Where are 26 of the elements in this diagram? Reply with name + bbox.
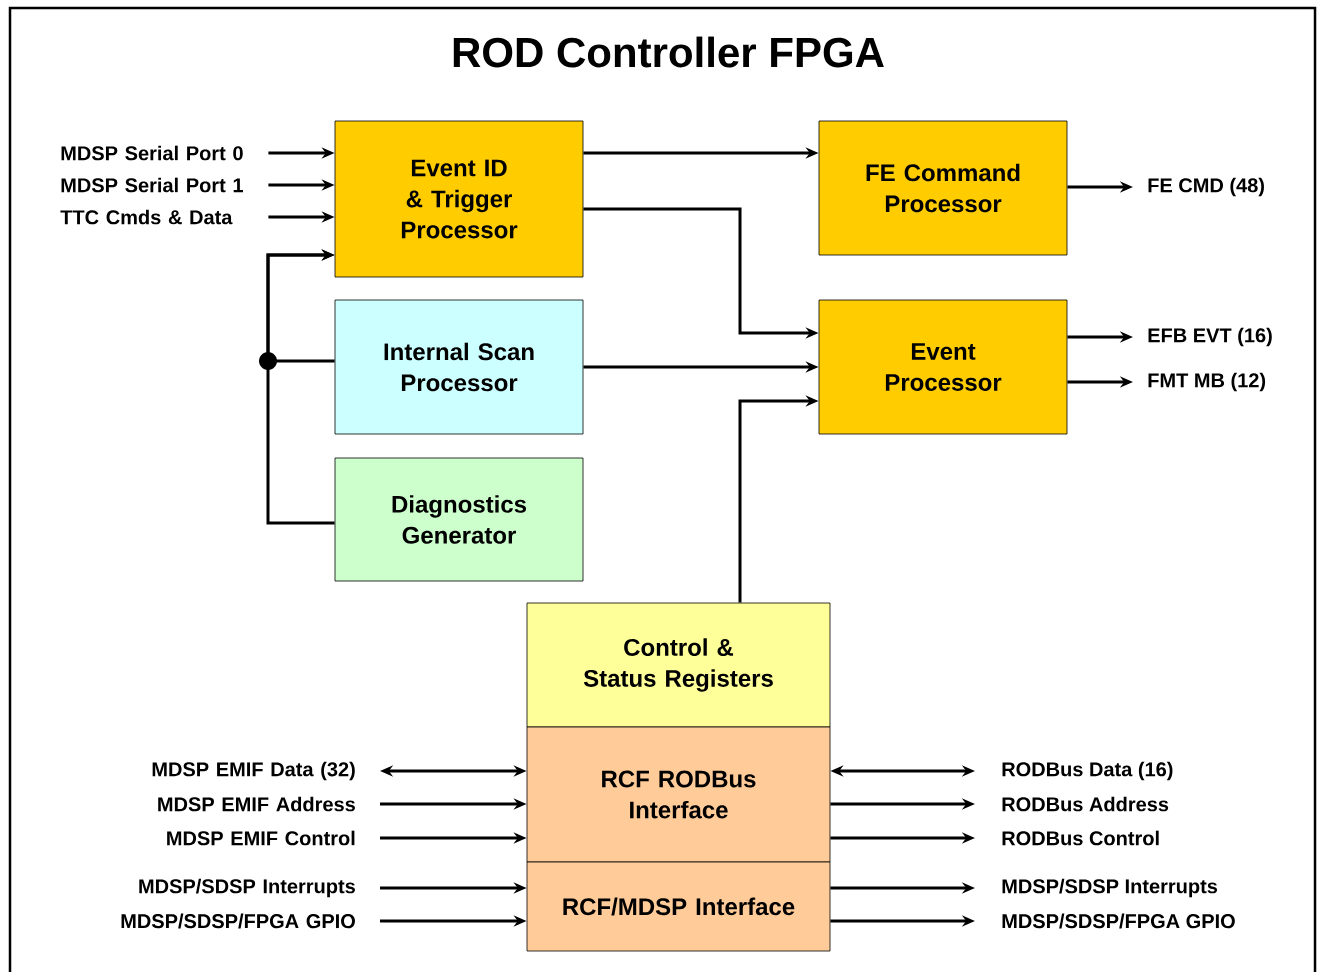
- signal-label: TTC Cmds & Data: [60, 209, 233, 225]
- process-box: Diagnostics Generator: [334, 457, 584, 582]
- process-box: Event Processor: [818, 299, 1068, 435]
- signal-label: RODBus Data (16): [1002, 761, 1173, 781]
- process-box: Internal Scan Processor: [334, 299, 584, 435]
- signal-label: MDSP/SDSP/FPGA GPIO: [1002, 913, 1235, 929]
- signal-label: FE CMD (48): [1148, 177, 1264, 197]
- signal-label: MDSP EMIF Control: [167, 830, 355, 846]
- process-box: RCF RODBus Interface: [526, 726, 831, 863]
- signal-label: MDSP EMIF Address: [158, 796, 355, 812]
- process-box: Event ID & Trigger Processor: [334, 120, 584, 278]
- signal-label: MDSP/SDSP Interrupts: [139, 878, 355, 898]
- signal-label: MDSP/SDSP/FPGA GPIO: [121, 913, 355, 929]
- signal-label: MDSP EMIF Data (32): [152, 761, 355, 781]
- process-box: Control & Status Registers: [526, 602, 831, 728]
- signal-label: MDSP/SDSP Interrupts: [1002, 878, 1218, 898]
- signal-label: MDSP Serial Port 1: [61, 177, 243, 193]
- signal-label: EFB EVT (16): [1148, 327, 1272, 347]
- signal-label: RODBus Address: [1002, 796, 1169, 812]
- signal-label: FMT MB (12): [1148, 372, 1266, 392]
- signal-label: MDSP Serial Port 0: [61, 145, 243, 161]
- process-box: FE Command Processor: [818, 120, 1068, 256]
- title: ROD Controller FPGA: [453, 36, 884, 68]
- arrow: [266, 249, 335, 525]
- process-box: RCF/MDSP Interface: [526, 861, 831, 952]
- signal-label: RODBus Control: [1002, 830, 1159, 846]
